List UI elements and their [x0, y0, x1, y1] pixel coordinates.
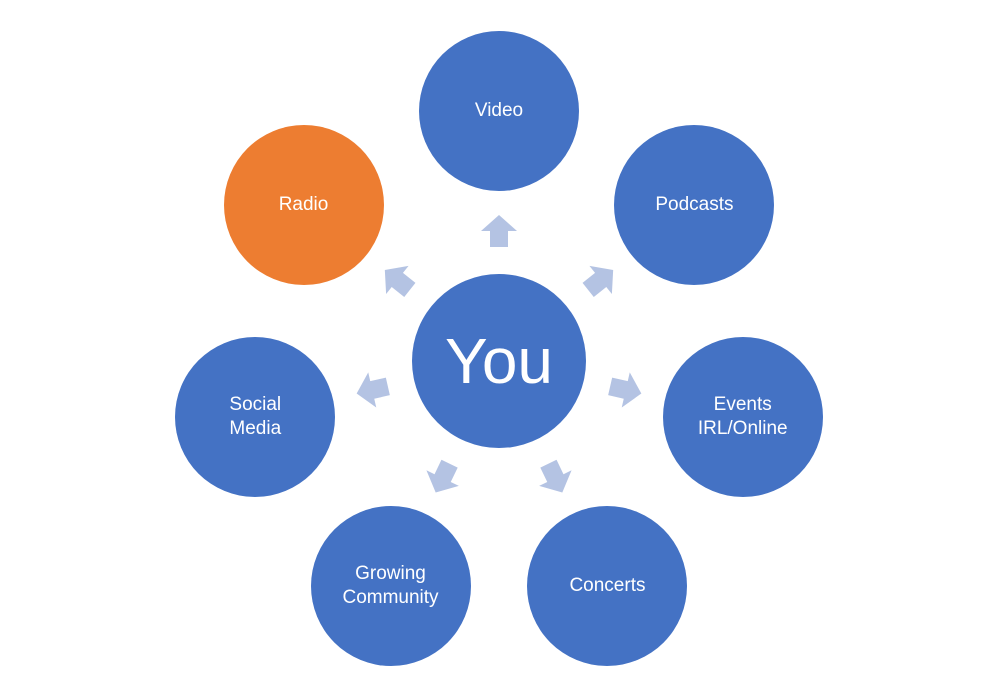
- node-growing-community: Growing Community: [310, 506, 471, 667]
- node-social-media: Social Media: [175, 336, 336, 497]
- node-podcasts: Podcasts: [614, 125, 775, 286]
- node-concerts: Concerts: [527, 506, 688, 667]
- arrow-to-social-media: [356, 372, 390, 408]
- arrow-to-video: [481, 215, 517, 247]
- arrow-to-podcasts: [582, 265, 614, 297]
- arrow-to-events: [608, 372, 642, 408]
- node-video: Video: [419, 31, 579, 191]
- arrow-to-concerts: [539, 459, 572, 493]
- arrow-to-growing-community: [426, 459, 459, 493]
- node-events: Events IRL/Online: [662, 336, 823, 497]
- node-radio: Radio: [223, 125, 384, 286]
- arrow-to-radio: [384, 265, 416, 297]
- center-node-you: You: [412, 274, 586, 448]
